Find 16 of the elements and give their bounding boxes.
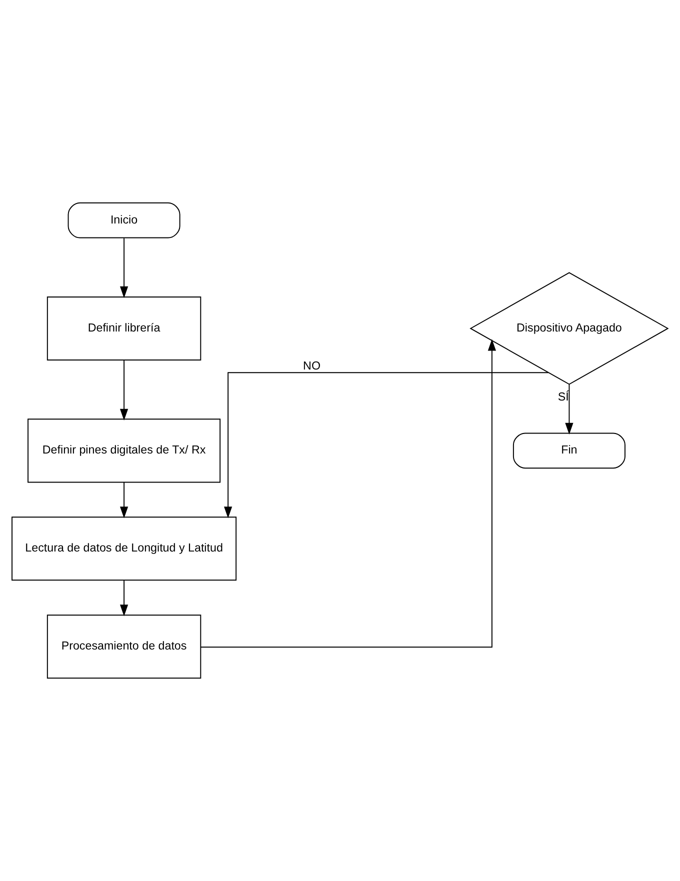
arrow [224, 372, 549, 518]
arrow [120, 360, 128, 421]
node-diamond: Dispositivo Apagado [470, 272, 669, 385]
node-box: Fin [512, 432, 626, 469]
arrow [120, 580, 128, 616]
edge-label: NO [303, 359, 320, 372]
edge-label: SÍ [558, 390, 569, 404]
arrow [565, 384, 574, 435]
arrow [200, 339, 496, 648]
node-box: Procesamiento de datos [46, 614, 202, 679]
arrow [120, 482, 128, 518]
node-box: Definir pines digitales de Tx/ Rx [28, 418, 221, 483]
node-box: Definir librería [46, 296, 202, 360]
node-box: Lectura de datos de Longitud y Latitud [12, 516, 237, 581]
arrow [120, 238, 128, 298]
node-box: Inicio [68, 202, 180, 238]
